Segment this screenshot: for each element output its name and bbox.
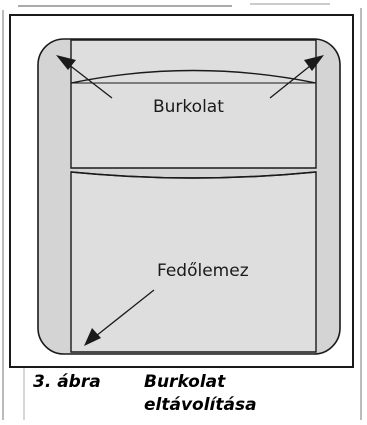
arrow-cover-left-head [56,55,76,70]
arrow-plate-head [84,328,101,346]
figure-title-line-1: Burkolat [144,372,226,392]
cover-top-curve [70,69,317,84]
callout-cover-label: Burkolat [153,97,224,117]
figure-number: 3. ábra [33,372,101,392]
cover-panel [70,39,317,169]
figure-title-line-2: eltávolítása [144,395,257,415]
arrow-cover-right-shaft [269,65,311,99]
arrow-cover-right-head [304,55,324,71]
arrow-plate-shaft [95,289,155,337]
panel-seam-curve [70,171,317,179]
arrow-cover-left-shaft [67,63,113,99]
callout-cover-plate-label: Fedőlemez [157,261,249,281]
